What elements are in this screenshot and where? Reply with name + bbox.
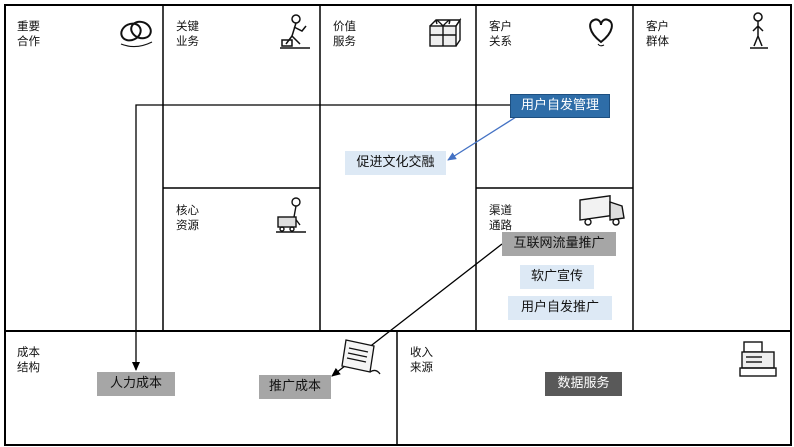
cell-title-customer-relationships: 客户 关系 <box>489 19 512 48</box>
interlocked-rings-icon <box>120 20 153 48</box>
arrow-management-to-labor <box>132 104 510 371</box>
note-promotion-cost: 推广成本 <box>259 375 331 399</box>
cell-title-cost-structure: 成本 结构 <box>17 345 40 374</box>
cell-title-customer-segments: 客户 群体 <box>646 19 669 48</box>
note-user-self-management: 用户自发管理 <box>510 94 610 118</box>
note-soft-ad-promotion: 软广宣传 <box>520 265 594 289</box>
cell-title-key-partners: 重要 合作 <box>17 19 40 48</box>
canvas-frame <box>4 4 792 446</box>
note-labor-cost: 人力成本 <box>97 372 175 396</box>
cell-title-channels: 渠道 通路 <box>489 203 512 232</box>
receipt-icon <box>341 339 381 375</box>
cash-register-icon <box>739 341 777 377</box>
note-promote-cultural-exchange: 促进文化交融 <box>345 151 446 175</box>
worker-icon <box>280 14 310 49</box>
worker-cart-icon <box>276 197 306 233</box>
cell-title-key-resources: 核心 资源 <box>176 203 199 232</box>
note-internet-traffic-promotion: 互联网流量推广 <box>502 232 616 256</box>
person-icon <box>750 12 768 49</box>
gift-icon <box>429 17 462 47</box>
cell-title-revenue-streams: 收入 来源 <box>410 345 433 374</box>
arrow-management-to-culture <box>447 116 517 161</box>
note-user-self-promotion: 用户自发推广 <box>508 296 612 320</box>
cell-title-value-propositions: 价值 服务 <box>333 19 356 48</box>
truck-icon <box>579 194 625 226</box>
note-data-services: 数据服务 <box>545 372 622 396</box>
cell-title-key-activities: 关键 业务 <box>176 19 199 48</box>
heart-icon <box>589 18 613 47</box>
